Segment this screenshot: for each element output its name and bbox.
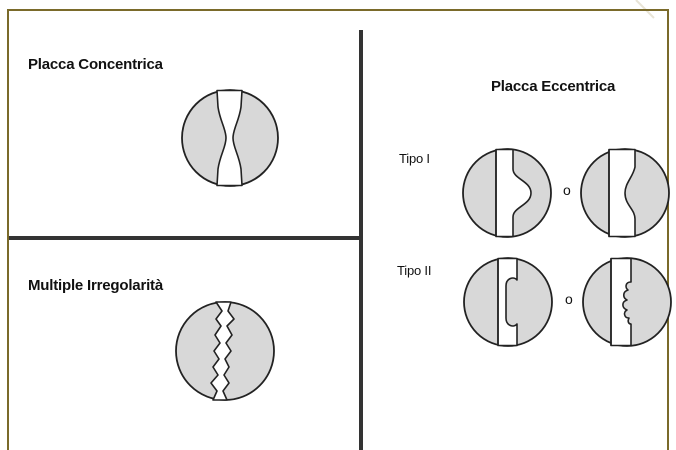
separator-o-tipo-2: o [565,291,573,307]
label-tipo-1: Tipo I [399,151,430,166]
separator-o-tipo-1: o [563,182,571,198]
eccentric-type1-figure-b [579,145,671,241]
title-placca-concentrica: Placca Concentrica [28,56,163,73]
vertical-divider [359,30,363,450]
eccentric-type1-figure-a [461,145,553,241]
eccentric-type2-figure-b [581,254,673,350]
title-placca-eccentrica: Placca Eccentrica [491,78,615,95]
horizontal-divider [9,236,361,240]
label-tipo-2: Tipo II [397,263,431,278]
title-multiple-irregolarita: Multiple Irregolarità [28,277,163,294]
eccentric-type2-figure-a [462,254,554,350]
diagram-frame [7,9,669,450]
multiple-irregularities-figure [173,299,277,403]
concentric-plaque-figure [178,87,282,189]
